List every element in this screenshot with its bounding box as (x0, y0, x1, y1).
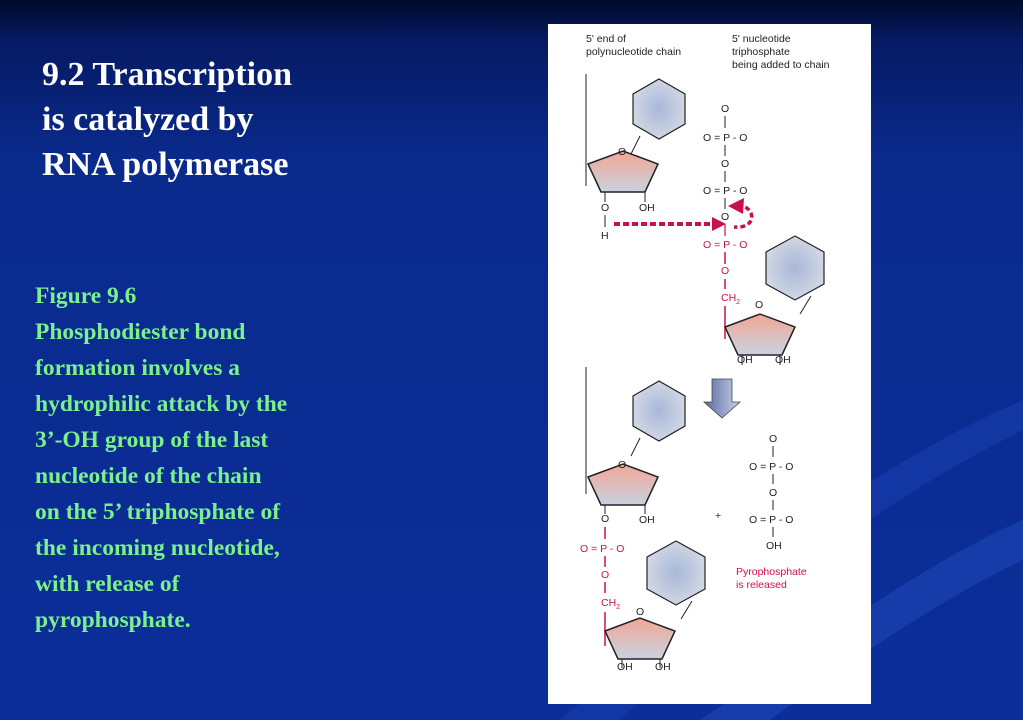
figure-diagram: 5' end of polynucleotide chain 5' nucleo… (580, 33, 830, 673)
caption-line: formation involves a (35, 355, 240, 381)
label-nucleotide-2: triphosphate (732, 46, 790, 58)
label-chain-end-1: 5' end of (586, 33, 626, 45)
hydroxyl-2: OH (639, 202, 655, 214)
label-chain-end-2: polynucleotide chain (586, 46, 681, 58)
label-nucleotide-1: 5' nucleotide (732, 33, 791, 45)
hydroxyl-oxygen: O (601, 202, 609, 214)
phosphodiester-figure: 5' end of polynucleotide chain 5' nucleo… (548, 24, 871, 704)
phosphate-group: O = P - O (703, 132, 747, 144)
hydrogen: H (601, 230, 609, 242)
ch2-group: CH2 (601, 597, 620, 611)
ester-oxygen: O (601, 569, 609, 581)
hydroxyl-3: OH (617, 661, 633, 673)
phosphate-group: O = P - O (703, 185, 747, 197)
caption-line: on the 5’ triphosphate of (35, 499, 281, 525)
base-hexagon (632, 78, 686, 140)
ribose-ring (586, 150, 660, 193)
caption-line: Phosphodiester bond (35, 319, 246, 345)
base-hexagon (646, 540, 706, 606)
caption-line: with release of (35, 571, 180, 597)
title-line: 9.2 Transcription (42, 56, 292, 93)
attack-arrowhead (712, 217, 726, 231)
pyrophosphate-group: O = P - O (749, 461, 793, 473)
hydroxyl-2: OH (639, 514, 655, 526)
title-line: RNA polymerase (42, 146, 289, 183)
phosphodiester-bond: O = P - O (580, 543, 624, 555)
title-line: is catalyzed by (42, 101, 254, 138)
plus-sign: + (715, 510, 721, 522)
ch2-group: CH2 (721, 292, 740, 306)
hydroxyl-2: OH (655, 661, 671, 673)
pyrophosphate-group: O = P - O (749, 514, 793, 526)
caption-line: nucleotide of the chain (35, 463, 262, 489)
ch2-text: CH (601, 597, 616, 609)
ribose-ring (586, 463, 660, 506)
ester-oxygen: O (721, 265, 729, 277)
ch2-subscript: 2 (736, 299, 740, 306)
leaving-arrowhead (728, 198, 744, 214)
ch2-text: CH (721, 292, 736, 304)
reaction-arrow-icon (702, 378, 742, 419)
ribose-ring (723, 313, 797, 356)
caption-line: the incoming nucleotide, (35, 535, 280, 561)
alpha-phosphate: O = P - O (703, 239, 747, 251)
bridge-oxygen: O (721, 211, 729, 223)
ring-oxygen: O (618, 146, 626, 158)
caption-line: pyrophosphate. (35, 607, 191, 633)
caption-line: hydrophilic attack by the (35, 391, 288, 417)
hydroxyl-3: OH (737, 354, 753, 366)
ring-oxygen: O (755, 299, 763, 311)
ring-oxygen: O (618, 459, 626, 471)
ch2-subscript: 2 (616, 604, 620, 611)
slide-title: 9.2 Transcription is catalyzed by RNA po… (42, 52, 362, 187)
label-nucleotide-3: being added to chain (732, 59, 830, 71)
hydroxyl-2: OH (775, 354, 791, 366)
pyrophosphate-hydroxyl: OH (766, 540, 782, 552)
base-hexagon (632, 380, 686, 442)
label-pyrophosphate-1: Pyrophosphate (736, 566, 807, 578)
pyrophosphate-bridge: O (769, 487, 777, 499)
bridge-oxygen: O (721, 158, 729, 170)
hydroxyl-oxygen: O (601, 513, 609, 525)
pyrophosphate-oxygen: O (769, 433, 777, 445)
caption-line: 3’-OH group of the last (35, 427, 269, 453)
caption-line: Figure 9.6 (35, 283, 137, 309)
figure-caption: Figure 9.6 Phosphodiester bond formation… (35, 278, 365, 638)
ribose-ring (603, 617, 677, 660)
label-pyrophosphate-2: is released (736, 579, 787, 591)
base-hexagon (765, 235, 825, 301)
phosphate-oxygen: O (721, 103, 729, 115)
ring-oxygen: O (636, 606, 644, 618)
